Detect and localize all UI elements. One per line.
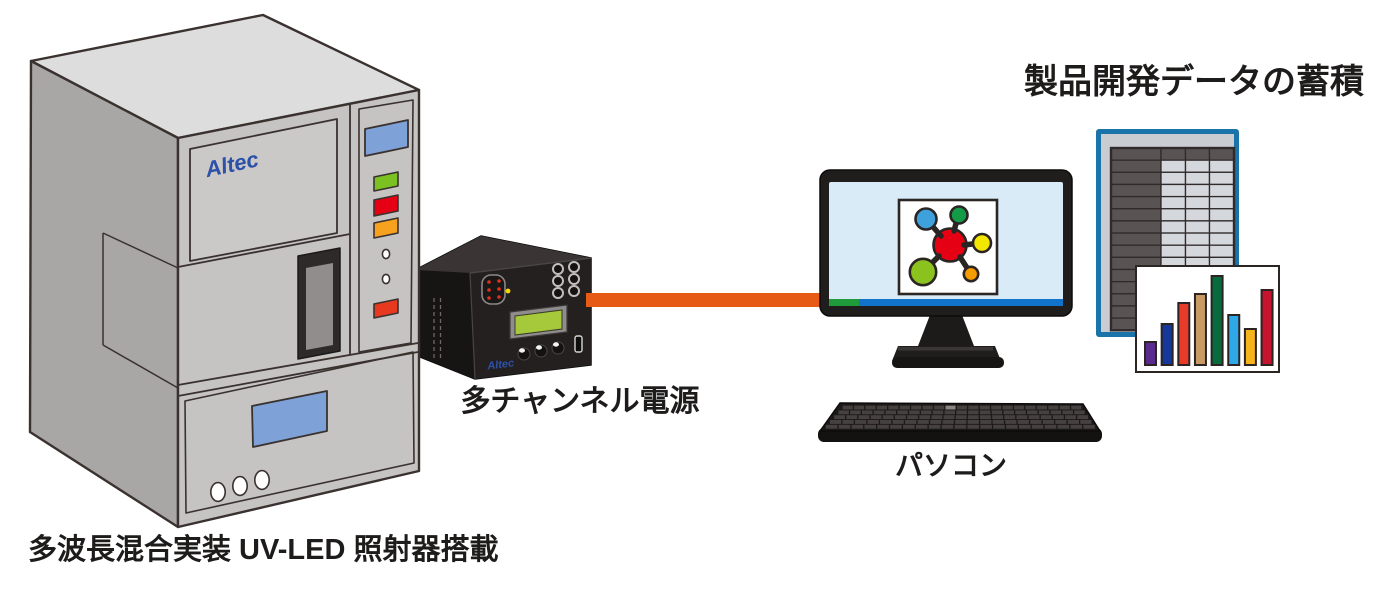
power-lcd-screen <box>514 309 563 336</box>
power-left-face <box>415 270 475 379</box>
bar-chart-bars <box>1144 275 1274 366</box>
power-supply-caption: 多チャンネル電源 <box>460 385 700 418</box>
pc-monitor <box>819 169 1073 368</box>
molecule-node-lime <box>908 257 938 287</box>
uv-led-machine: Altec <box>28 13 421 529</box>
machine-upper-display <box>364 119 409 157</box>
altec-logo-power: Altec <box>486 357 515 372</box>
keyboard-keys <box>825 405 1095 429</box>
lamp-green <box>373 171 399 192</box>
power-vents <box>433 298 442 358</box>
bar-chart-card <box>1135 265 1280 373</box>
chart-card <box>1135 265 1280 373</box>
machine-slot-inner <box>306 263 333 350</box>
control-knobs <box>517 341 565 361</box>
molecule-graphic <box>897 198 999 296</box>
lamp-orange <box>373 217 399 239</box>
power-cable <box>586 293 826 307</box>
connector-pins <box>487 279 501 300</box>
molecule-node-orange <box>962 265 980 283</box>
indicator-dot-1 <box>381 248 391 260</box>
machine-caption: 多波長混合実装 UV-LED 照射器搭載 <box>28 534 499 566</box>
pc-caption: パソコン <box>894 450 1007 481</box>
machine-feet-buttons <box>210 469 271 503</box>
power-switch-slot <box>574 335 583 353</box>
machine-lower-display <box>251 390 328 448</box>
molecule-node-green <box>949 205 969 225</box>
control-column-panel <box>358 99 414 353</box>
power-supply-unit: Altec <box>414 235 592 380</box>
output-jacks <box>552 261 580 299</box>
keyboard <box>818 402 1102 442</box>
machine-bottom-panel <box>184 351 415 514</box>
taskbar <box>859 299 1063 306</box>
lamp-red-lower <box>373 298 399 319</box>
power-led-indicator <box>505 288 511 294</box>
accumulation-title: 製品開発データの蓄積 <box>1024 63 1364 101</box>
monitor-base-plate <box>892 357 1004 368</box>
machine-door-panel <box>189 118 338 262</box>
molecule-node-yellow <box>971 232 993 254</box>
power-top-face <box>415 236 591 273</box>
connector-port <box>481 274 506 305</box>
monitor-stand-neck <box>918 315 974 346</box>
taskbar-start-segment <box>829 299 859 306</box>
indicator-dot-2 <box>381 273 391 285</box>
machine-left-face <box>28 59 180 529</box>
machine-side-seam <box>102 232 179 389</box>
lamp-red <box>373 194 399 217</box>
status-lamps <box>373 171 399 319</box>
molecule-node-blue <box>914 207 938 231</box>
